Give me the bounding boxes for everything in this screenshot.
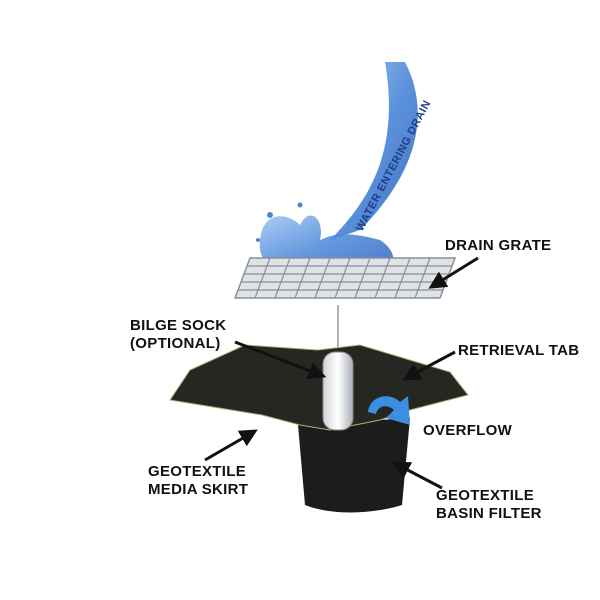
water-stream — [330, 62, 418, 240]
retrieval-tab-label: RETRIEVAL TAB — [458, 342, 579, 359]
water-droplet — [297, 202, 303, 208]
basin-filter-label-line2: BASIN FILTER — [436, 505, 542, 522]
drain-grate — [233, 257, 457, 299]
water-droplet — [267, 212, 273, 218]
basin-filter-label-line1: GEOTEXTILE — [436, 487, 534, 504]
drain-grate-arrow — [428, 256, 479, 289]
basin-filter — [298, 418, 410, 513]
media-skirt-label-line1: GEOTEXTILE — [148, 463, 246, 480]
media-skirt-label-line2: MEDIA SKIRT — [148, 481, 248, 498]
bilge-sock — [322, 351, 354, 431]
bilge-sock-arrow — [234, 340, 327, 380]
overflow-arrow — [368, 396, 410, 425]
basin-filter-arrow — [392, 461, 443, 490]
retrieval-tab-arrow — [402, 350, 456, 381]
water-droplet — [256, 238, 260, 242]
drain-grate-label: DRAIN GRATE — [445, 237, 551, 254]
media-skirt-arrow — [204, 429, 258, 462]
overflow-label: OVERFLOW — [423, 422, 513, 439]
bilge-sock-label-line1: BILGE SOCK — [130, 317, 226, 334]
bilge-sock-label-line2: (OPTIONAL) — [130, 335, 221, 352]
media-skirt — [169, 344, 469, 431]
